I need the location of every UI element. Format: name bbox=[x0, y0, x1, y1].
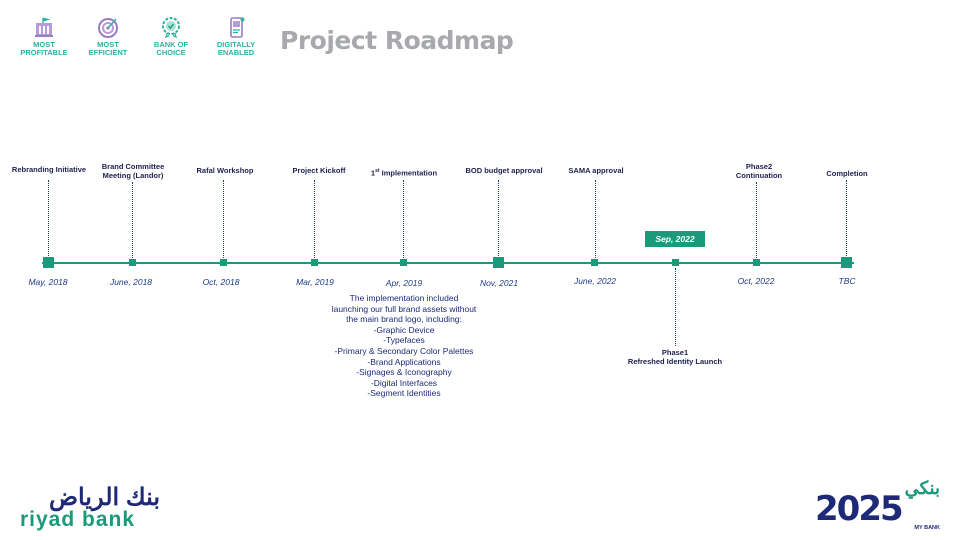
connector-phase2 bbox=[756, 182, 757, 258]
implementation-line: -Brand Applications bbox=[367, 356, 441, 367]
milestone-date: Nov, 2021 bbox=[479, 278, 519, 288]
connector-rafal bbox=[223, 180, 224, 258]
milestone-marker bbox=[129, 259, 136, 266]
pillar-bank-of-choice: BANK OF CHOICE bbox=[141, 16, 201, 57]
riyad-bank-logo: بنك الرياض riyad bank bbox=[20, 484, 160, 531]
milestone-date: Oct, 2022 bbox=[737, 276, 775, 286]
connector-kickoff bbox=[314, 180, 315, 258]
implementation-line: -Typefaces bbox=[383, 335, 425, 346]
pillar-digitally-enabled: DIGITALLY ENABLED bbox=[206, 16, 266, 57]
pillar-line2: ENABLED bbox=[217, 48, 255, 57]
implementation-line: -Signages & Iconography bbox=[356, 367, 452, 378]
milestone-label-completion: Completion bbox=[826, 169, 868, 178]
milestone-date: Apr, 2019 bbox=[385, 278, 423, 288]
implementation-line: -Primary & Secondary Color Palettes bbox=[334, 345, 474, 356]
milestone-date: TBC bbox=[838, 276, 856, 286]
pillar-line2: EFFICIENT bbox=[88, 48, 128, 57]
milestone-marker bbox=[841, 257, 852, 268]
award-badge-icon bbox=[162, 17, 180, 38]
milestone-marker bbox=[400, 259, 407, 266]
pillar-most-profitable: MOST PROFITABLE bbox=[14, 16, 74, 57]
implementation-line: -Digital Interfaces bbox=[370, 377, 438, 388]
pillar-line2: CHOICE bbox=[156, 48, 186, 57]
implementation-line: -Segment Identities bbox=[367, 388, 441, 399]
current-date-badge: Sep, 2022 bbox=[645, 231, 705, 247]
bank-building-icon bbox=[35, 17, 53, 37]
implementation-line: launching our full brand assets without bbox=[331, 303, 477, 314]
pillar-line1: BANK OF bbox=[153, 40, 189, 49]
milestone-label-phase1: Phase1 Refreshed Identity Launch bbox=[620, 348, 730, 366]
milestone-marker bbox=[493, 257, 504, 268]
milestone-marker bbox=[753, 259, 760, 266]
milestone-label-1st-implementation: 1st Implementation bbox=[370, 168, 438, 178]
phase1-title: Phase1 bbox=[661, 348, 689, 357]
pillar-line1: DIGITALLY bbox=[216, 40, 256, 49]
connector-sama bbox=[595, 180, 596, 258]
riyad-bank-english: riyad bank bbox=[20, 508, 136, 531]
milestone-date: Oct, 2018 bbox=[202, 277, 240, 287]
connector-rebranding bbox=[48, 180, 49, 258]
page-title: Project Roadmap bbox=[280, 26, 514, 55]
timeline-line bbox=[42, 262, 854, 264]
implementation-line: -Graphic Device bbox=[373, 324, 435, 335]
milestone-date: June, 2018 bbox=[109, 277, 153, 287]
mybank-2025-logo: بنكي 2025 MY BANK bbox=[815, 478, 940, 534]
milestone-label-project-kickoff: Project Kickoff bbox=[292, 166, 346, 175]
milestone-date: June, 2022 bbox=[573, 276, 617, 286]
milestone-date: Mar, 2019 bbox=[296, 277, 334, 287]
mybank-english: MY BANK bbox=[914, 525, 940, 531]
pillar-line1: MOST bbox=[33, 40, 55, 49]
connector-brand-committee bbox=[132, 182, 133, 258]
milestone-label-rebranding: Rebranding Initiative bbox=[11, 165, 87, 174]
mybank-arabic: بنكي bbox=[904, 478, 940, 498]
implementation-note: The implementation included launching ou… bbox=[318, 293, 490, 399]
mybank-number: 2025 bbox=[815, 489, 904, 529]
implementation-line: The implementation included bbox=[349, 293, 459, 303]
milestone-label-sama-approval: SAMA approval bbox=[568, 166, 624, 175]
milestone-marker bbox=[311, 259, 318, 266]
pillar-most-efficient: MOST EFFICIENT bbox=[78, 16, 138, 57]
implementation-line: the main brand logo, including: bbox=[346, 314, 462, 325]
target-icon bbox=[98, 18, 118, 38]
pillar-line2: PROFITABLE bbox=[20, 48, 68, 57]
connector-completion bbox=[846, 180, 847, 258]
milestone-marker bbox=[43, 257, 54, 268]
connector-phase1 bbox=[675, 268, 676, 346]
pillar-line1: MOST bbox=[97, 40, 119, 49]
milestone-label-bod-approval: BOD budget approval bbox=[465, 166, 543, 175]
milestone-marker bbox=[591, 259, 598, 266]
milestone-label-rafal-workshop: Rafal Workshop bbox=[196, 166, 254, 175]
milestone-date: May, 2018 bbox=[28, 277, 68, 287]
milestone-marker bbox=[220, 259, 227, 266]
riyad-bank-arabic: بنك الرياض bbox=[48, 484, 160, 511]
phase1-subtitle: Refreshed Identity Launch bbox=[627, 356, 723, 366]
connector-bod bbox=[498, 180, 499, 258]
mobile-phone-icon bbox=[230, 17, 245, 38]
milestone-marker bbox=[672, 259, 679, 266]
connector-implementation bbox=[403, 180, 404, 258]
